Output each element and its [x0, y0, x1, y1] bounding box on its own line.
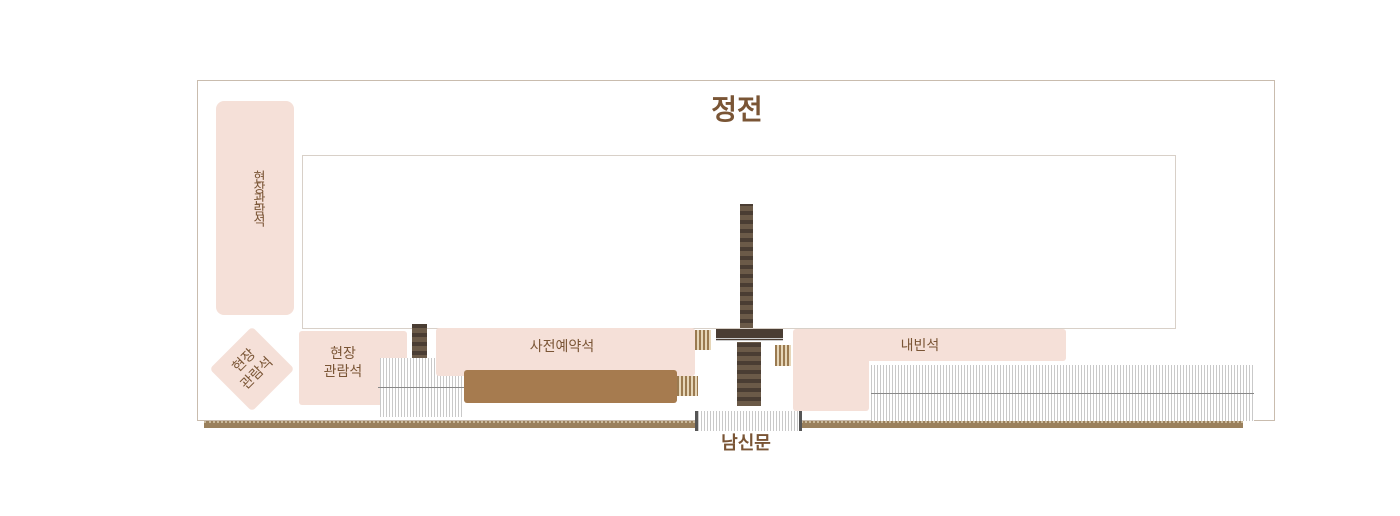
stairs-icon: [677, 376, 698, 396]
guest-seating-extension: [793, 355, 869, 411]
guest-seating-label: 내빈석: [900, 338, 940, 354]
side-path: [412, 324, 427, 360]
main-hall-area: [302, 155, 1176, 329]
onsite-label-line1: 현장: [330, 346, 356, 362]
central-path-lower: [737, 342, 761, 406]
stairs-icon: [775, 345, 791, 366]
south-gate[interactable]: [695, 411, 802, 431]
onsite-seating-label: 현장 관람석: [303, 346, 383, 381]
left-divider-line: [378, 387, 464, 388]
right-divider-line: [871, 393, 1254, 394]
central-crossbar: [716, 329, 783, 341]
reserved-seating[interactable]: [436, 328, 695, 376]
onsite-label-line2: 관람석: [323, 363, 363, 380]
reserved-seating-label: 사전예약석: [529, 339, 595, 355]
left-vertical-seating-label: 현장관람석: [250, 170, 265, 225]
page-title: 정전: [711, 93, 763, 126]
left-vertical-seating[interactable]: [216, 101, 294, 315]
central-path-upper: [740, 204, 753, 328]
gate-label: 남신문: [721, 433, 771, 454]
stairs-icon: [695, 330, 711, 350]
reserved-bar: [464, 370, 677, 403]
